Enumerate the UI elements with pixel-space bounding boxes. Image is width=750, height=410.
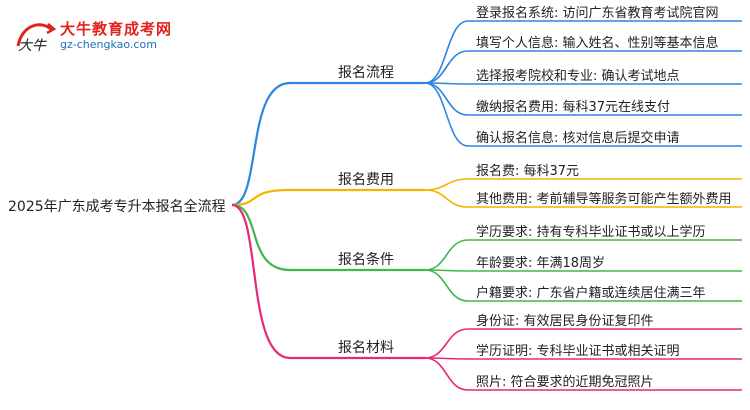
logo-mark-icon: 大牛 bbox=[16, 23, 56, 54]
leaf-connector bbox=[424, 269, 469, 302]
logo: 大牛 大牛教育成考网 gz-chengkao.com bbox=[8, 14, 208, 60]
leaf-label: 登录报名系统: 访问广东省教育考试院官网 bbox=[476, 6, 719, 21]
leaf-label: 其他费用: 考前辅导等服务可能产生额外费用 bbox=[476, 192, 732, 207]
branch-connector bbox=[231, 81, 291, 207]
logo-url: gz-chengkao.com bbox=[60, 38, 157, 51]
leaf-connector bbox=[424, 357, 469, 391]
logo-mark-text: 大牛 bbox=[18, 38, 47, 54]
leaf-label: 户籍要求: 广东省户籍或连续居住满三年 bbox=[476, 286, 706, 301]
branch-connector bbox=[231, 203, 291, 360]
leaf-label: 学历要求: 持有专科毕业证书或以上学历 bbox=[476, 225, 706, 240]
logo-title: 大牛教育成考网 bbox=[60, 20, 173, 38]
leaf-label: 身份证: 有效居民身份证复印件 bbox=[476, 314, 654, 329]
leaf-connector bbox=[424, 82, 469, 147]
leaf-connector bbox=[424, 328, 469, 359]
leaf-label: 选择报考院校和专业: 确认考试地点 bbox=[476, 69, 680, 84]
leaf-label: 学历证明: 专科毕业证书或相关证明 bbox=[476, 344, 680, 359]
branch-connector bbox=[231, 188, 291, 207]
leaf-label: 确认报名信息: 核对信息后提交申请 bbox=[476, 131, 680, 146]
leaf-connector bbox=[424, 178, 469, 191]
root-node: 2025年广东成考专升本报名全流程 bbox=[8, 199, 226, 215]
leaf-connector bbox=[424, 82, 469, 116]
branch-connector bbox=[231, 203, 291, 272]
leaf-label: 照片: 符合要求的近期免冠照片 bbox=[476, 375, 654, 390]
leaf-connector bbox=[424, 239, 469, 271]
leaf-label: 缴纳报名费用: 每科37元在线支付 bbox=[476, 100, 671, 115]
leaf-connector bbox=[424, 189, 469, 208]
leaf-connector bbox=[424, 50, 469, 84]
branch-label: 报名条件 bbox=[338, 252, 394, 268]
branch-label: 报名材料 bbox=[338, 340, 394, 356]
leaf-connector bbox=[424, 20, 469, 84]
leaf-label: 填写个人信息: 输入姓名、性别等基本信息 bbox=[476, 36, 719, 51]
leaf-label: 报名费: 每科37元 bbox=[476, 164, 580, 179]
leaf-label: 年龄要求: 年满18周岁 bbox=[476, 256, 606, 271]
branch-label: 报名流程 bbox=[338, 65, 394, 81]
branch-label: 报名费用 bbox=[338, 172, 394, 188]
